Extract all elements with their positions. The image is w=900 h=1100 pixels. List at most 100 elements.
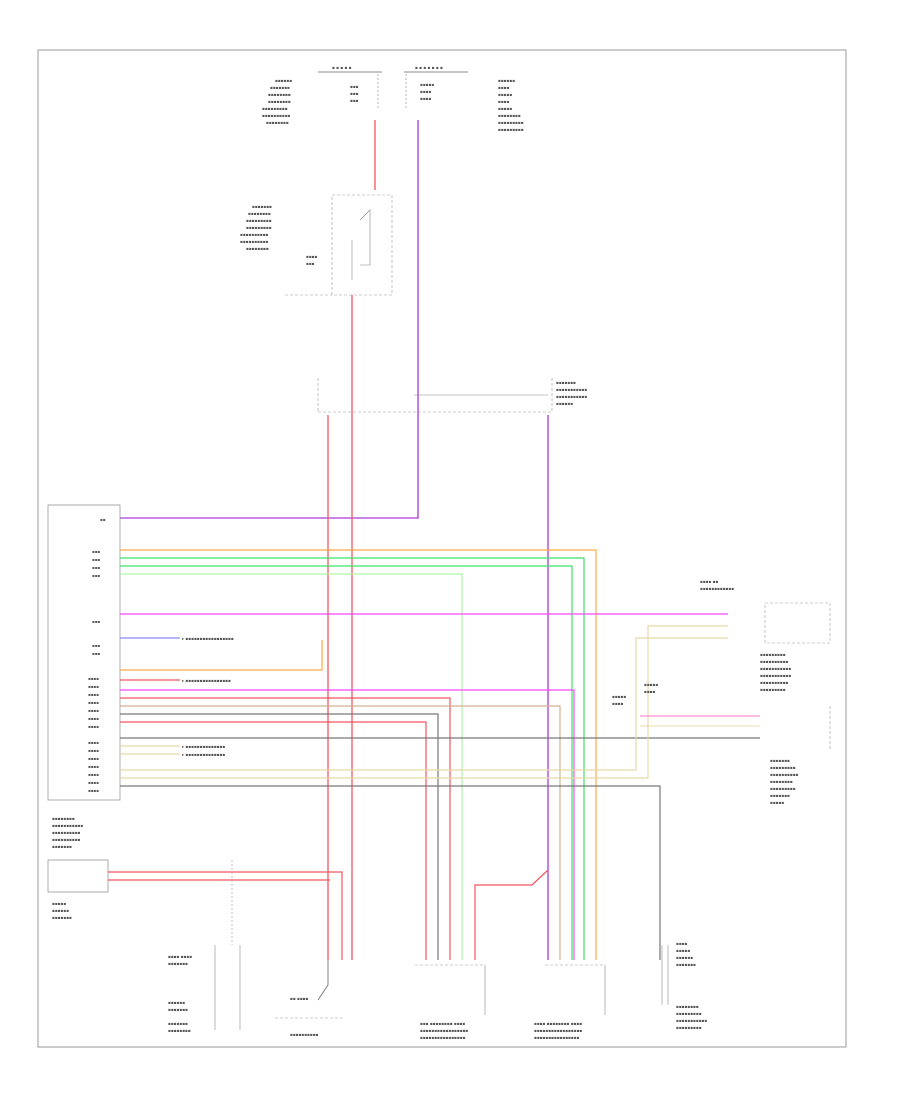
right-headlamp-module: ▪▪▪▪ ▪▪▪▪▪▪▪▪ ▪▪▪▪ ▪▪▪▪▪▪▪▪▪▪▪▪▪▪▪▪▪ ▪▪▪… xyxy=(534,964,606,1040)
svg-text:▪▪▪: ▪▪▪ xyxy=(92,549,100,554)
svg-text:▪▪▪▪▪▪▪▪▪: ▪▪▪▪▪▪▪▪▪ xyxy=(770,786,796,791)
rear-height-sensor: ▪▪▪▪▪ ▪▪▪▪ ▪▪▪▪▪ ▪▪▪▪ ▪▪▪▪▪▪▪ ▪▪▪▪▪▪▪▪▪ … xyxy=(612,682,831,805)
svg-text:▪▪▪▪▪▪▪: ▪▪▪▪▪▪▪ xyxy=(168,1021,188,1026)
svg-text:▪▪▪▪▪▪▪: ▪▪▪▪▪▪▪ xyxy=(168,961,188,966)
left-connector-stack: ▪▪▪▪ ▪▪▪▪ ▪▪▪▪▪▪▪ ▪▪▪▪▪▪ ▪▪▪▪▪▪▪ ▪▪▪▪▪▪▪… xyxy=(168,860,241,1033)
svg-text:▪▪▪▪▪▪▪▪: ▪▪▪▪▪▪▪▪ xyxy=(246,246,269,251)
svg-text:▪▪▪▪▪▪▪: ▪▪▪▪▪▪▪ xyxy=(270,85,290,90)
svg-text:▪▪▪▪▪▪▪▪▪▪▪▪▪▪▪▪: ▪▪▪▪▪▪▪▪▪▪▪▪▪▪▪▪ xyxy=(420,1035,466,1040)
svg-text:▪▪▪▪: ▪▪▪▪ xyxy=(88,772,99,777)
svg-text:▪▪▪▪▪▪▪▪▪▪▪: ▪▪▪▪▪▪▪▪▪▪▪ xyxy=(52,823,83,828)
svg-text:▪▪▪▪: ▪▪▪▪ xyxy=(88,740,99,745)
svg-text:▸ ▪▪▪▪▪▪▪▪▪▪▪▪▪▪▪▪▪: ▸ ▪▪▪▪▪▪▪▪▪▪▪▪▪▪▪▪▪ xyxy=(182,636,234,641)
wire-violet-main xyxy=(120,120,419,519)
svg-text:▪▪▪: ▪▪▪ xyxy=(350,91,359,96)
svg-text:▪▪▪▪▪▪▪▪: ▪▪▪▪▪▪▪▪ xyxy=(770,779,793,784)
svg-text:▪▪▪▪: ▪▪▪▪ xyxy=(88,788,99,793)
svg-text:▪▪▪: ▪▪▪ xyxy=(306,261,315,266)
svg-text:▪▪▪▪▪▪▪▪: ▪▪▪▪▪▪▪▪ xyxy=(676,1004,699,1009)
svg-text:▪▪▪▪▪▪: ▪▪▪▪▪▪ xyxy=(275,78,292,83)
svg-text:▪▪▪▪▪▪▪: ▪▪▪▪▪▪▪ xyxy=(168,1007,188,1012)
svg-text:▪▪▪▪: ▪▪▪▪ xyxy=(420,89,432,94)
svg-text:▪▪▪▪▪▪▪▪▪▪: ▪▪▪▪▪▪▪▪▪▪ xyxy=(760,659,789,664)
svg-text:▪▪▪▪▪▪▪▪▪: ▪▪▪▪▪▪▪▪▪ xyxy=(676,1011,702,1016)
module-pin-labels: ▪▪ ▪▪▪ ▪▪▪ ▪▪▪ ▪▪▪ ▪▪▪ ▪▪▪ ▪▪▪ ▪▪▪▪ ▪▪▪▪… xyxy=(88,517,106,793)
svg-text:▪▪▪ ▪▪▪▪▪▪▪▪ ▪▪▪▪: ▪▪▪ ▪▪▪▪▪▪▪▪ ▪▪▪▪ xyxy=(420,1021,465,1026)
power-source-left: ▪ ▪ ▪ ▪ ▪ ▪▪▪▪▪▪ ▪▪▪▪▪▪▪ ▪▪▪▪▪▪▪▪ ▪▪▪▪▪▪… xyxy=(262,65,382,125)
svg-text:▪▪▪▪▪: ▪▪▪▪▪ xyxy=(644,682,658,687)
svg-text:▪▪▪▪▪▪▪▪: ▪▪▪▪▪▪▪▪ xyxy=(268,99,291,104)
svg-text:▪▪▪▪: ▪▪▪▪ xyxy=(676,941,688,946)
svg-text:▪▪▪▪▪▪: ▪▪▪▪▪▪ xyxy=(498,78,515,83)
svg-text:▪▪▪▪: ▪▪▪▪ xyxy=(88,764,99,769)
svg-text:▪▪▪: ▪▪▪ xyxy=(350,84,359,89)
svg-text:▸ ▪▪▪▪▪▪▪▪▪▪▪▪▪▪: ▸ ▪▪▪▪▪▪▪▪▪▪▪▪▪▪ xyxy=(182,744,225,749)
svg-text:▪▪▪▪▪▪▪▪▪▪▪▪▪▪▪▪: ▪▪▪▪▪▪▪▪▪▪▪▪▪▪▪▪ xyxy=(534,1035,580,1040)
system-reference-arrows: ▸ ▪▪▪▪▪▪▪▪▪▪▪▪▪▪▪▪▪ ▸ ▪▪▪▪▪▪▪▪▪▪▪▪▪▪▪▪ ▸… xyxy=(182,636,234,757)
front-height-sensor: ▪▪▪▪ ▪▪ ▪▪▪▪▪▪▪▪▪▪▪▪ ▪▪▪▪▪▪▪▪▪ ▪▪▪▪▪▪▪▪▪… xyxy=(700,579,831,692)
svg-text:▪▪▪▪▪▪▪▪▪: ▪▪▪▪▪▪▪▪▪ xyxy=(246,218,272,223)
svg-text:▪▪▪▪▪: ▪▪▪▪▪ xyxy=(498,106,512,111)
svg-text:▪▪▪▪▪▪▪▪▪▪: ▪▪▪▪▪▪▪▪▪▪ xyxy=(262,113,291,118)
svg-text:▪▪▪▪▪▪▪▪▪▪▪▪▪▪▪▪▪: ▪▪▪▪▪▪▪▪▪▪▪▪▪▪▪▪▪ xyxy=(534,1028,582,1033)
svg-text:▪▪▪▪: ▪▪▪▪ xyxy=(88,724,99,729)
svg-text:▪▪▪▪▪▪▪: ▪▪▪▪▪▪▪ xyxy=(676,962,696,967)
junction-block: ▪▪▪▪▪▪▪ ▪▪▪▪▪▪▪▪▪▪▪ ▪▪▪▪▪▪▪▪▪▪▪ ▪▪▪▪▪▪ xyxy=(317,378,587,413)
svg-text:▪▪▪: ▪▪▪ xyxy=(92,643,100,648)
svg-text:▪▪▪▪: ▪▪▪▪ xyxy=(306,254,318,259)
svg-text:▪▪▪▪▪▪▪▪▪▪▪: ▪▪▪▪▪▪▪▪▪▪▪ xyxy=(760,673,791,678)
svg-text:▪▪▪▪: ▪▪▪▪ xyxy=(88,748,99,753)
svg-text:▪▪▪▪▪▪▪: ▪▪▪▪▪▪▪ xyxy=(252,204,272,209)
svg-text:▪▪▪▪▪▪: ▪▪▪▪▪▪ xyxy=(168,1000,185,1005)
left-headlamp-module: ▪▪▪ ▪▪▪▪▪▪▪▪ ▪▪▪▪ ▪▪▪▪▪▪▪▪▪▪▪▪▪▪▪▪▪ ▪▪▪▪… xyxy=(415,869,549,1040)
svg-text:▪▪▪▪▪▪▪▪: ▪▪▪▪▪▪▪▪ xyxy=(498,113,521,118)
svg-text:▪▪▪▪▪▪▪▪▪▪: ▪▪▪▪▪▪▪▪▪▪ xyxy=(240,239,269,244)
svg-text:▪▪▪: ▪▪▪ xyxy=(92,573,100,578)
svg-text:▪▪▪▪▪▪▪▪▪▪▪▪: ▪▪▪▪▪▪▪▪▪▪▪▪ xyxy=(700,586,734,591)
headlamp-switch: ▪▪ ▪▪▪▪ ▪▪▪▪▪▪▪▪▪▪ xyxy=(275,960,345,1037)
svg-text:▪▪▪▪: ▪▪▪▪ xyxy=(498,85,510,90)
svg-text:▪▪▪▪▪▪▪▪▪▪: ▪▪▪▪▪▪▪▪▪▪ xyxy=(52,837,81,842)
svg-text:▪▪▪▪: ▪▪▪▪ xyxy=(88,716,99,721)
svg-text:▪▪▪▪▪▪▪▪▪▪: ▪▪▪▪▪▪▪▪▪▪ xyxy=(240,232,269,237)
svg-text:▪▪▪▪▪▪▪▪▪▪▪: ▪▪▪▪▪▪▪▪▪▪▪ xyxy=(556,387,587,392)
svg-text:▪▪▪▪▪▪▪▪: ▪▪▪▪▪▪▪▪ xyxy=(168,1028,191,1033)
svg-text:▪▪▪▪▪▪▪▪: ▪▪▪▪▪▪▪▪ xyxy=(268,92,291,97)
svg-text:▪▪▪▪▪▪▪▪▪: ▪▪▪▪▪▪▪▪▪ xyxy=(498,127,524,132)
svg-text:▪▪▪▪▪▪▪▪: ▪▪▪▪▪▪▪▪ xyxy=(248,211,271,216)
svg-text:▪▪▪▪▪: ▪▪▪▪▪ xyxy=(420,82,434,87)
svg-text:▪▪▪▪▪▪▪: ▪▪▪▪▪▪▪ xyxy=(556,380,576,385)
svg-text:▪ ▪ ▪ ▪ ▪ ▪ ▪: ▪ ▪ ▪ ▪ ▪ ▪ ▪ xyxy=(415,65,443,70)
svg-text:▪▪▪▪▪▪▪▪▪▪▪: ▪▪▪▪▪▪▪▪▪▪▪ xyxy=(556,394,587,399)
svg-text:▪▪▪▪▪▪: ▪▪▪▪▪▪ xyxy=(52,908,69,913)
power-source-right: ▪ ▪ ▪ ▪ ▪ ▪ ▪ ▪▪▪▪▪ ▪▪▪▪ ▪▪▪▪ ▪▪▪▪▪▪ ▪▪▪… xyxy=(404,65,524,132)
svg-text:▪▪▪▪▪: ▪▪▪▪▪ xyxy=(676,948,690,953)
svg-text:▪▪▪▪ ▪▪▪▪: ▪▪▪▪ ▪▪▪▪ xyxy=(168,954,192,959)
svg-text:▪▪▪▪▪▪▪: ▪▪▪▪▪▪▪ xyxy=(770,793,790,798)
svg-text:▪▪▪▪: ▪▪▪▪ xyxy=(498,99,510,104)
relay-box: ▪▪▪▪▪▪▪ ▪▪▪▪▪▪▪▪ ▪▪▪▪▪▪▪▪▪ ▪▪▪▪▪▪▪▪▪ ▪▪▪… xyxy=(240,194,393,296)
svg-text:▪▪▪▪▪▪▪▪▪: ▪▪▪▪▪▪▪▪▪ xyxy=(760,652,786,657)
svg-text:▪▪▪▪▪: ▪▪▪▪▪ xyxy=(52,901,66,906)
svg-text:▸ ▪▪▪▪▪▪▪▪▪▪▪▪▪▪: ▸ ▪▪▪▪▪▪▪▪▪▪▪▪▪▪ xyxy=(182,752,225,757)
svg-text:▪▪▪▪▪▪▪▪▪▪▪: ▪▪▪▪▪▪▪▪▪▪▪ xyxy=(676,1018,707,1023)
small-control-unit: ▪▪▪▪▪ ▪▪▪▪▪▪ ▪▪▪▪▪▪▪ xyxy=(47,859,343,960)
svg-text:▪▪▪▪▪: ▪▪▪▪▪ xyxy=(612,694,626,699)
svg-text:▪▪▪▪▪: ▪▪▪▪▪ xyxy=(498,92,512,97)
svg-text:▪▪▪▪▪▪▪▪▪: ▪▪▪▪▪▪▪▪▪ xyxy=(246,225,272,230)
svg-text:▪▪▪▪▪▪: ▪▪▪▪▪▪ xyxy=(676,955,693,960)
svg-text:▪▪▪▪▪▪▪▪▪▪: ▪▪▪▪▪▪▪▪▪▪ xyxy=(290,1032,319,1037)
svg-text:▪▪▪: ▪▪▪ xyxy=(92,565,100,570)
svg-text:▪▪▪▪▪▪▪▪: ▪▪▪▪▪▪▪▪ xyxy=(266,120,289,125)
svg-text:▪▪▪: ▪▪▪ xyxy=(92,557,100,562)
svg-text:▪▪▪▪: ▪▪▪▪ xyxy=(88,692,99,697)
svg-text:▪▪▪▪▪▪▪▪▪: ▪▪▪▪▪▪▪▪▪ xyxy=(498,120,524,125)
svg-text:▪▪▪▪▪▪▪▪▪: ▪▪▪▪▪▪▪▪▪ xyxy=(760,687,786,692)
svg-text:▪▪▪▪▪▪▪▪▪▪: ▪▪▪▪▪▪▪▪▪▪ xyxy=(52,830,81,835)
svg-text:▪▪▪▪: ▪▪▪▪ xyxy=(88,708,99,713)
svg-text:▪▪▪▪: ▪▪▪▪ xyxy=(612,701,624,706)
headlamp-control-module: ▪▪▪▪▪▪▪▪ ▪▪▪▪▪▪▪▪▪▪▪ ▪▪▪▪▪▪▪▪▪▪ ▪▪▪▪▪▪▪▪… xyxy=(47,504,121,849)
right-connector: ▪▪▪▪ ▪▪▪▪▪ ▪▪▪▪▪▪ ▪▪▪▪▪▪▪ ▪▪▪▪▪▪▪▪ ▪▪▪▪▪… xyxy=(661,941,707,1030)
svg-text:▪▪▪▪: ▪▪▪▪ xyxy=(88,700,99,705)
